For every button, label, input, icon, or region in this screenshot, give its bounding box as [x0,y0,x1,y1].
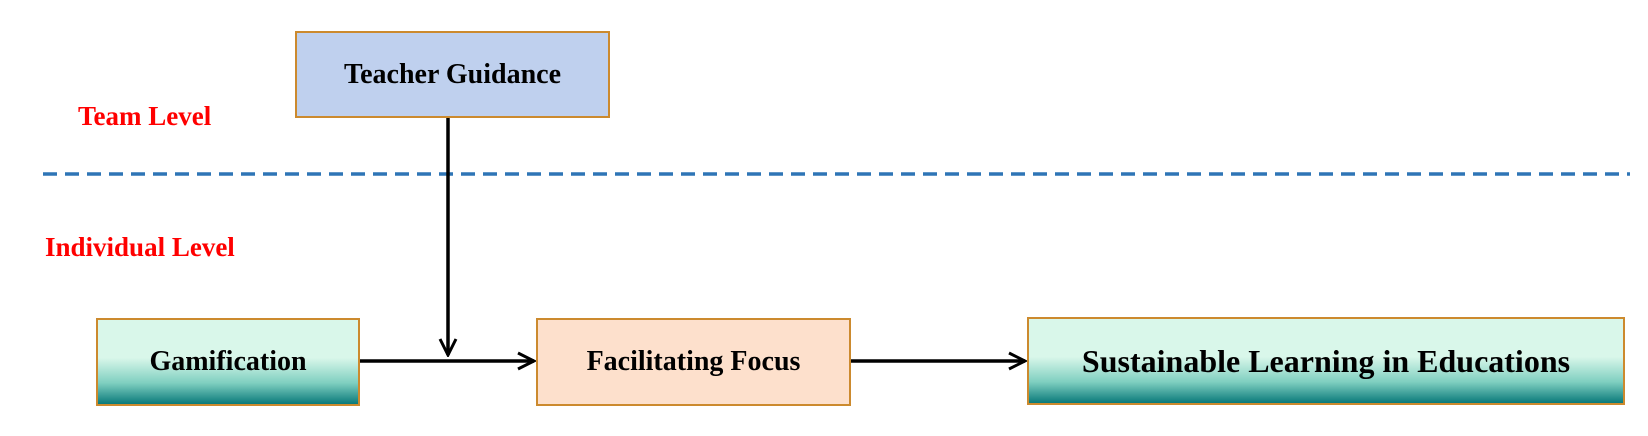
gamification-node: Gamification [96,318,360,406]
sustainable-learning-node: Sustainable Learning in Educations [1027,317,1625,405]
facilitating-focus-node: Facilitating Focus [536,318,851,406]
teacher-guidance-node: Teacher Guidance [295,31,610,118]
sustainable-learning-label: Sustainable Learning in Educations [1081,342,1571,379]
individual-level-label: Individual Level [45,232,235,262]
gamification-label: Gamification [149,346,307,377]
team-level-label: Team Level [78,101,212,131]
facilitating-focus-label: Facilitating Focus [586,346,801,377]
teacher-guidance-label: Teacher Guidance [343,58,561,90]
